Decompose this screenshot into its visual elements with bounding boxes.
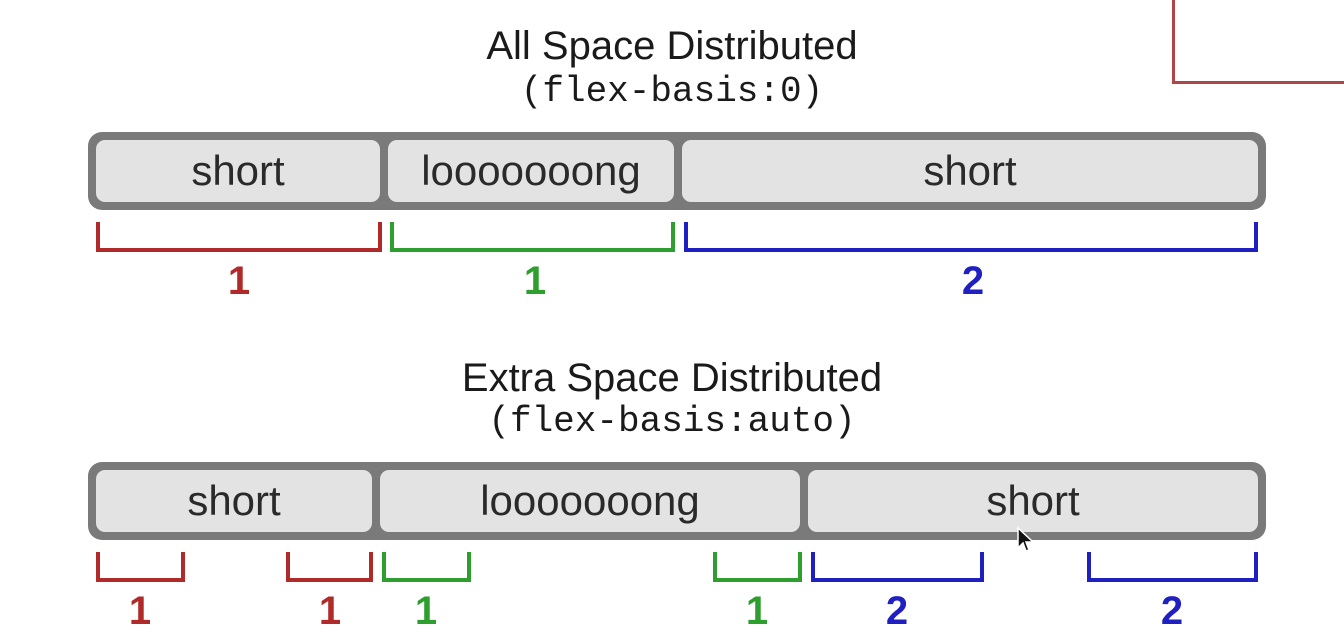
panel-1-bracket-1 (96, 222, 382, 252)
panel-2-bracket-1b (286, 552, 373, 582)
panel-1-flex-container: short looooooong short (88, 132, 1266, 210)
panel-2-label-2a: 1 (415, 589, 437, 628)
panel-2-flex-container: short looooooong short (88, 462, 1266, 540)
panel-1-title: All Space Distributed (486, 24, 858, 68)
panel-1-item-short-2: short (682, 140, 1258, 202)
panel-2-bracket-1a (96, 552, 185, 582)
corner-frame (1172, 0, 1344, 84)
panel-1-label-1: 1 (228, 259, 250, 303)
panel-2-bracket-3b (1087, 552, 1258, 582)
panel-2-label-3a: 2 (886, 589, 908, 628)
panel-2-item-short-1: short (96, 470, 372, 532)
panel-1-bracket-3 (684, 222, 1258, 252)
panel-2-label-3b: 2 (1161, 589, 1183, 628)
panel-1-subtitle: (flex-basis:0) (520, 71, 824, 112)
panel-2-bracket-2b (713, 552, 802, 582)
mouse-cursor-icon (1017, 526, 1035, 552)
panel-1-bracket-2 (390, 222, 675, 252)
panel-2-bracket-2a (382, 552, 471, 582)
panel-2-item-long: looooooong (380, 470, 800, 532)
panel-2-label-2b: 1 (746, 589, 768, 628)
panel-1-label-2: 1 (524, 259, 546, 303)
panel-2-label-1a: 1 (129, 589, 151, 628)
panel-1-label-3: 2 (962, 259, 984, 303)
panel-1-item-long: looooooong (388, 140, 674, 202)
panel-2-title: Extra Space Distributed (461, 356, 883, 400)
panel-2-item-short-2: short (808, 470, 1258, 532)
panel-2-bracket-3a (811, 552, 984, 582)
panel-2-subtitle: (flex-basis:auto) (488, 401, 856, 442)
panel-1-item-short-1: short (96, 140, 380, 202)
panel-2-label-1b: 1 (319, 589, 341, 628)
